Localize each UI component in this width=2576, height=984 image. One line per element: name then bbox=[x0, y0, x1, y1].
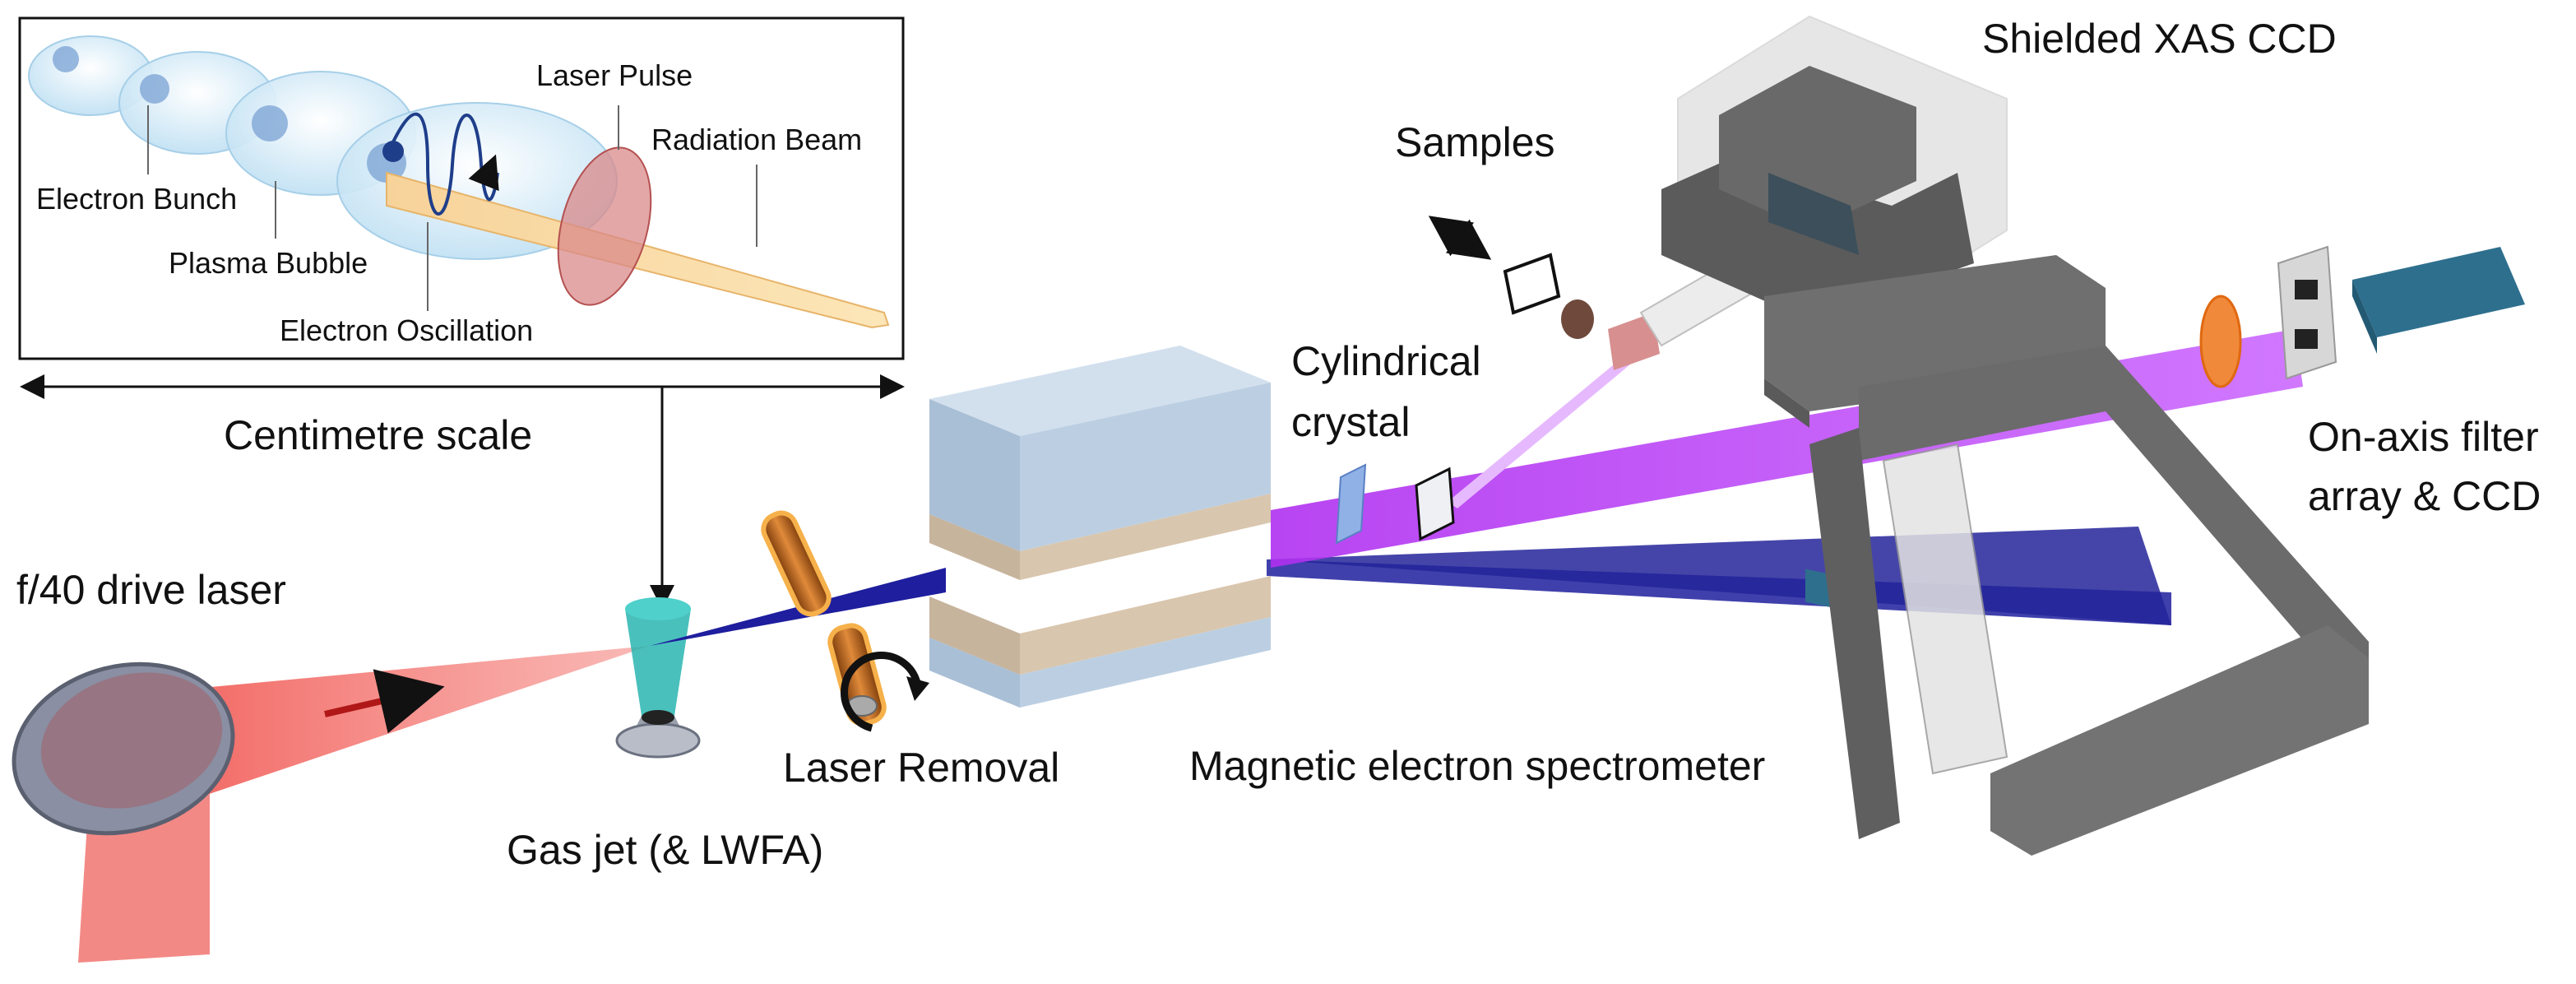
label-drive-laser: f/40 drive laser bbox=[16, 567, 286, 613]
label-electron-bunch: Electron Bunch bbox=[36, 182, 237, 216]
magnet bbox=[929, 346, 1271, 708]
label-samples: Samples bbox=[1395, 119, 1555, 165]
electron-dot bbox=[382, 141, 404, 162]
rotation-arrow bbox=[841, 652, 921, 732]
label-cylindrical-crystal-1: Cylindrical bbox=[1291, 338, 1481, 384]
label-gas-jet: Gas jet (& LWFA) bbox=[507, 827, 823, 873]
gas-jet bbox=[615, 597, 701, 759]
label-centimetre-scale: Centimetre scale bbox=[224, 412, 532, 458]
inset-panel bbox=[18, 16, 905, 360]
inset-leader-lines bbox=[147, 105, 758, 311]
label-radiation-beam: Radiation Beam bbox=[651, 123, 862, 156]
electron-bunch-blobs bbox=[53, 46, 406, 183]
label-cylindrical-crystal-2: crystal bbox=[1291, 399, 1410, 445]
label-on-axis-filter-2: array & CCD bbox=[2308, 473, 2541, 519]
sample-motion-arrow bbox=[1428, 216, 1492, 260]
label-electron-oscillation: Electron Oscillation bbox=[280, 313, 533, 347]
spectrometer-screen bbox=[1882, 443, 2008, 775]
label-on-axis-filter-1: On-axis filter bbox=[2308, 414, 2539, 460]
label-shielded-xas-ccd: Shielded XAS CCD bbox=[1982, 16, 2337, 62]
laser-direction-arrow bbox=[324, 669, 445, 734]
scale-arrow bbox=[20, 374, 905, 610]
laser-removal bbox=[761, 510, 929, 732]
label-laser-removal: Laser Removal bbox=[783, 745, 1059, 791]
label-laser-pulse: Laser Pulse bbox=[536, 58, 693, 92]
crystal-reflected-beam bbox=[1448, 346, 1645, 508]
drive-laser bbox=[12, 646, 650, 963]
on-axis-filter-ccd bbox=[2199, 245, 2525, 388]
laser-pulse-disk bbox=[557, 146, 652, 306]
laser-beam-cone bbox=[123, 646, 650, 823]
label-plasma-bubble: Plasma Bubble bbox=[169, 246, 368, 280]
shielding-walls bbox=[1764, 255, 2369, 856]
label-magnetic-spectrometer: Magnetic electron spectrometer bbox=[1189, 743, 1765, 789]
cylindrical-crystal bbox=[1335, 463, 1455, 545]
